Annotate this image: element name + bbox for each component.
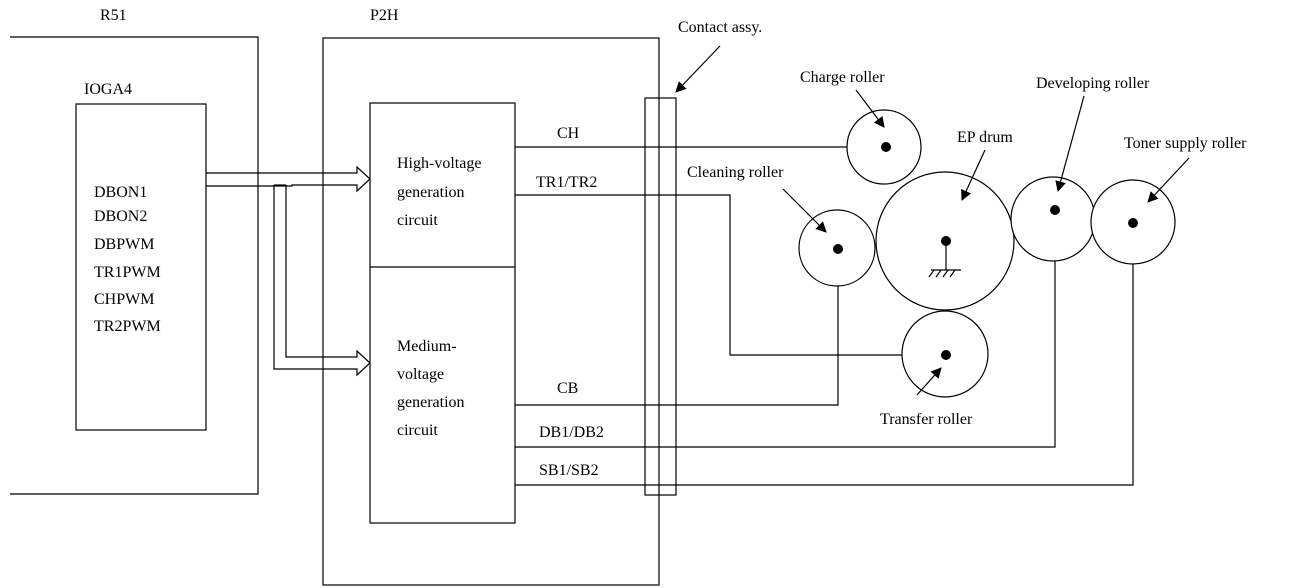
transfer-roller bbox=[901, 310, 989, 398]
medium-voltage-line-1: Medium- bbox=[397, 338, 457, 355]
contact-assy bbox=[644, 97, 677, 496]
output-db-label: DB1/DB2 bbox=[539, 424, 604, 441]
developing-roller-arrow bbox=[1055, 95, 1085, 193]
r51-board-outline bbox=[10, 36, 259, 495]
toner-supply-roller-label: Toner supply roller bbox=[1124, 135, 1247, 152]
high-voltage-line-2: generation bbox=[397, 184, 465, 201]
transfer-roller-label: Transfer roller bbox=[880, 411, 973, 428]
signal-dbon2: DBON2 bbox=[94, 208, 147, 225]
toner-supply-roller-arrow bbox=[1147, 157, 1190, 203]
signal-tr2pwm: TR2PWM bbox=[94, 318, 161, 335]
signal-chpwm: CHPWM bbox=[94, 291, 154, 308]
ioga4-chip bbox=[75, 103, 207, 431]
output-ch-label: CH bbox=[557, 125, 580, 142]
developing-roller-label: Developing roller bbox=[1036, 75, 1150, 92]
output-tr-label: TR1/TR2 bbox=[536, 174, 597, 191]
r51-label: R51 bbox=[100, 7, 127, 24]
signal-tr1pwm: TR1PWM bbox=[94, 264, 161, 281]
output-sb-label: SB1/SB2 bbox=[539, 462, 599, 479]
developing-roller bbox=[1010, 176, 1096, 262]
ep-drum bbox=[875, 171, 1015, 311]
contact-assy-label: Contact assy. bbox=[678, 19, 762, 36]
cleaning-roller bbox=[798, 209, 876, 287]
cleaning-roller-arrow bbox=[782, 188, 827, 233]
circuit-block bbox=[369, 102, 516, 524]
charge-roller-arrow bbox=[855, 89, 885, 128]
toner-supply-roller bbox=[1090, 179, 1176, 265]
output-cb-label: CB bbox=[557, 380, 578, 397]
medium-voltage-line-3: generation bbox=[397, 394, 465, 411]
wire-db bbox=[515, 210, 1056, 448]
bus-arrow-to-high-voltage bbox=[206, 165, 371, 193]
medium-voltage-line-4: circuit bbox=[397, 422, 438, 439]
high-voltage-line-3: circuit bbox=[397, 212, 438, 229]
wire-cb bbox=[515, 249, 839, 406]
cleaning-roller-label: Cleaning roller bbox=[687, 164, 784, 181]
signal-dbpwm: DBPWM bbox=[94, 236, 154, 253]
transfer-roller-arrow bbox=[916, 367, 942, 396]
ioga4-label: IOGA4 bbox=[84, 81, 132, 98]
medium-voltage-line-2: voltage bbox=[397, 366, 444, 383]
p2h-label: P2H bbox=[370, 7, 399, 24]
ep-drum-label: EP drum bbox=[957, 129, 1013, 146]
charge-roller-label: Charge roller bbox=[800, 69, 885, 86]
signal-dbon1: DBON1 bbox=[94, 184, 147, 201]
high-voltage-line-1: High-voltage bbox=[397, 155, 481, 172]
contact-assy-arrow bbox=[675, 45, 721, 93]
ep-drum-arrow bbox=[961, 149, 986, 201]
charge-roller bbox=[846, 109, 922, 185]
wire-sb bbox=[515, 223, 1134, 486]
